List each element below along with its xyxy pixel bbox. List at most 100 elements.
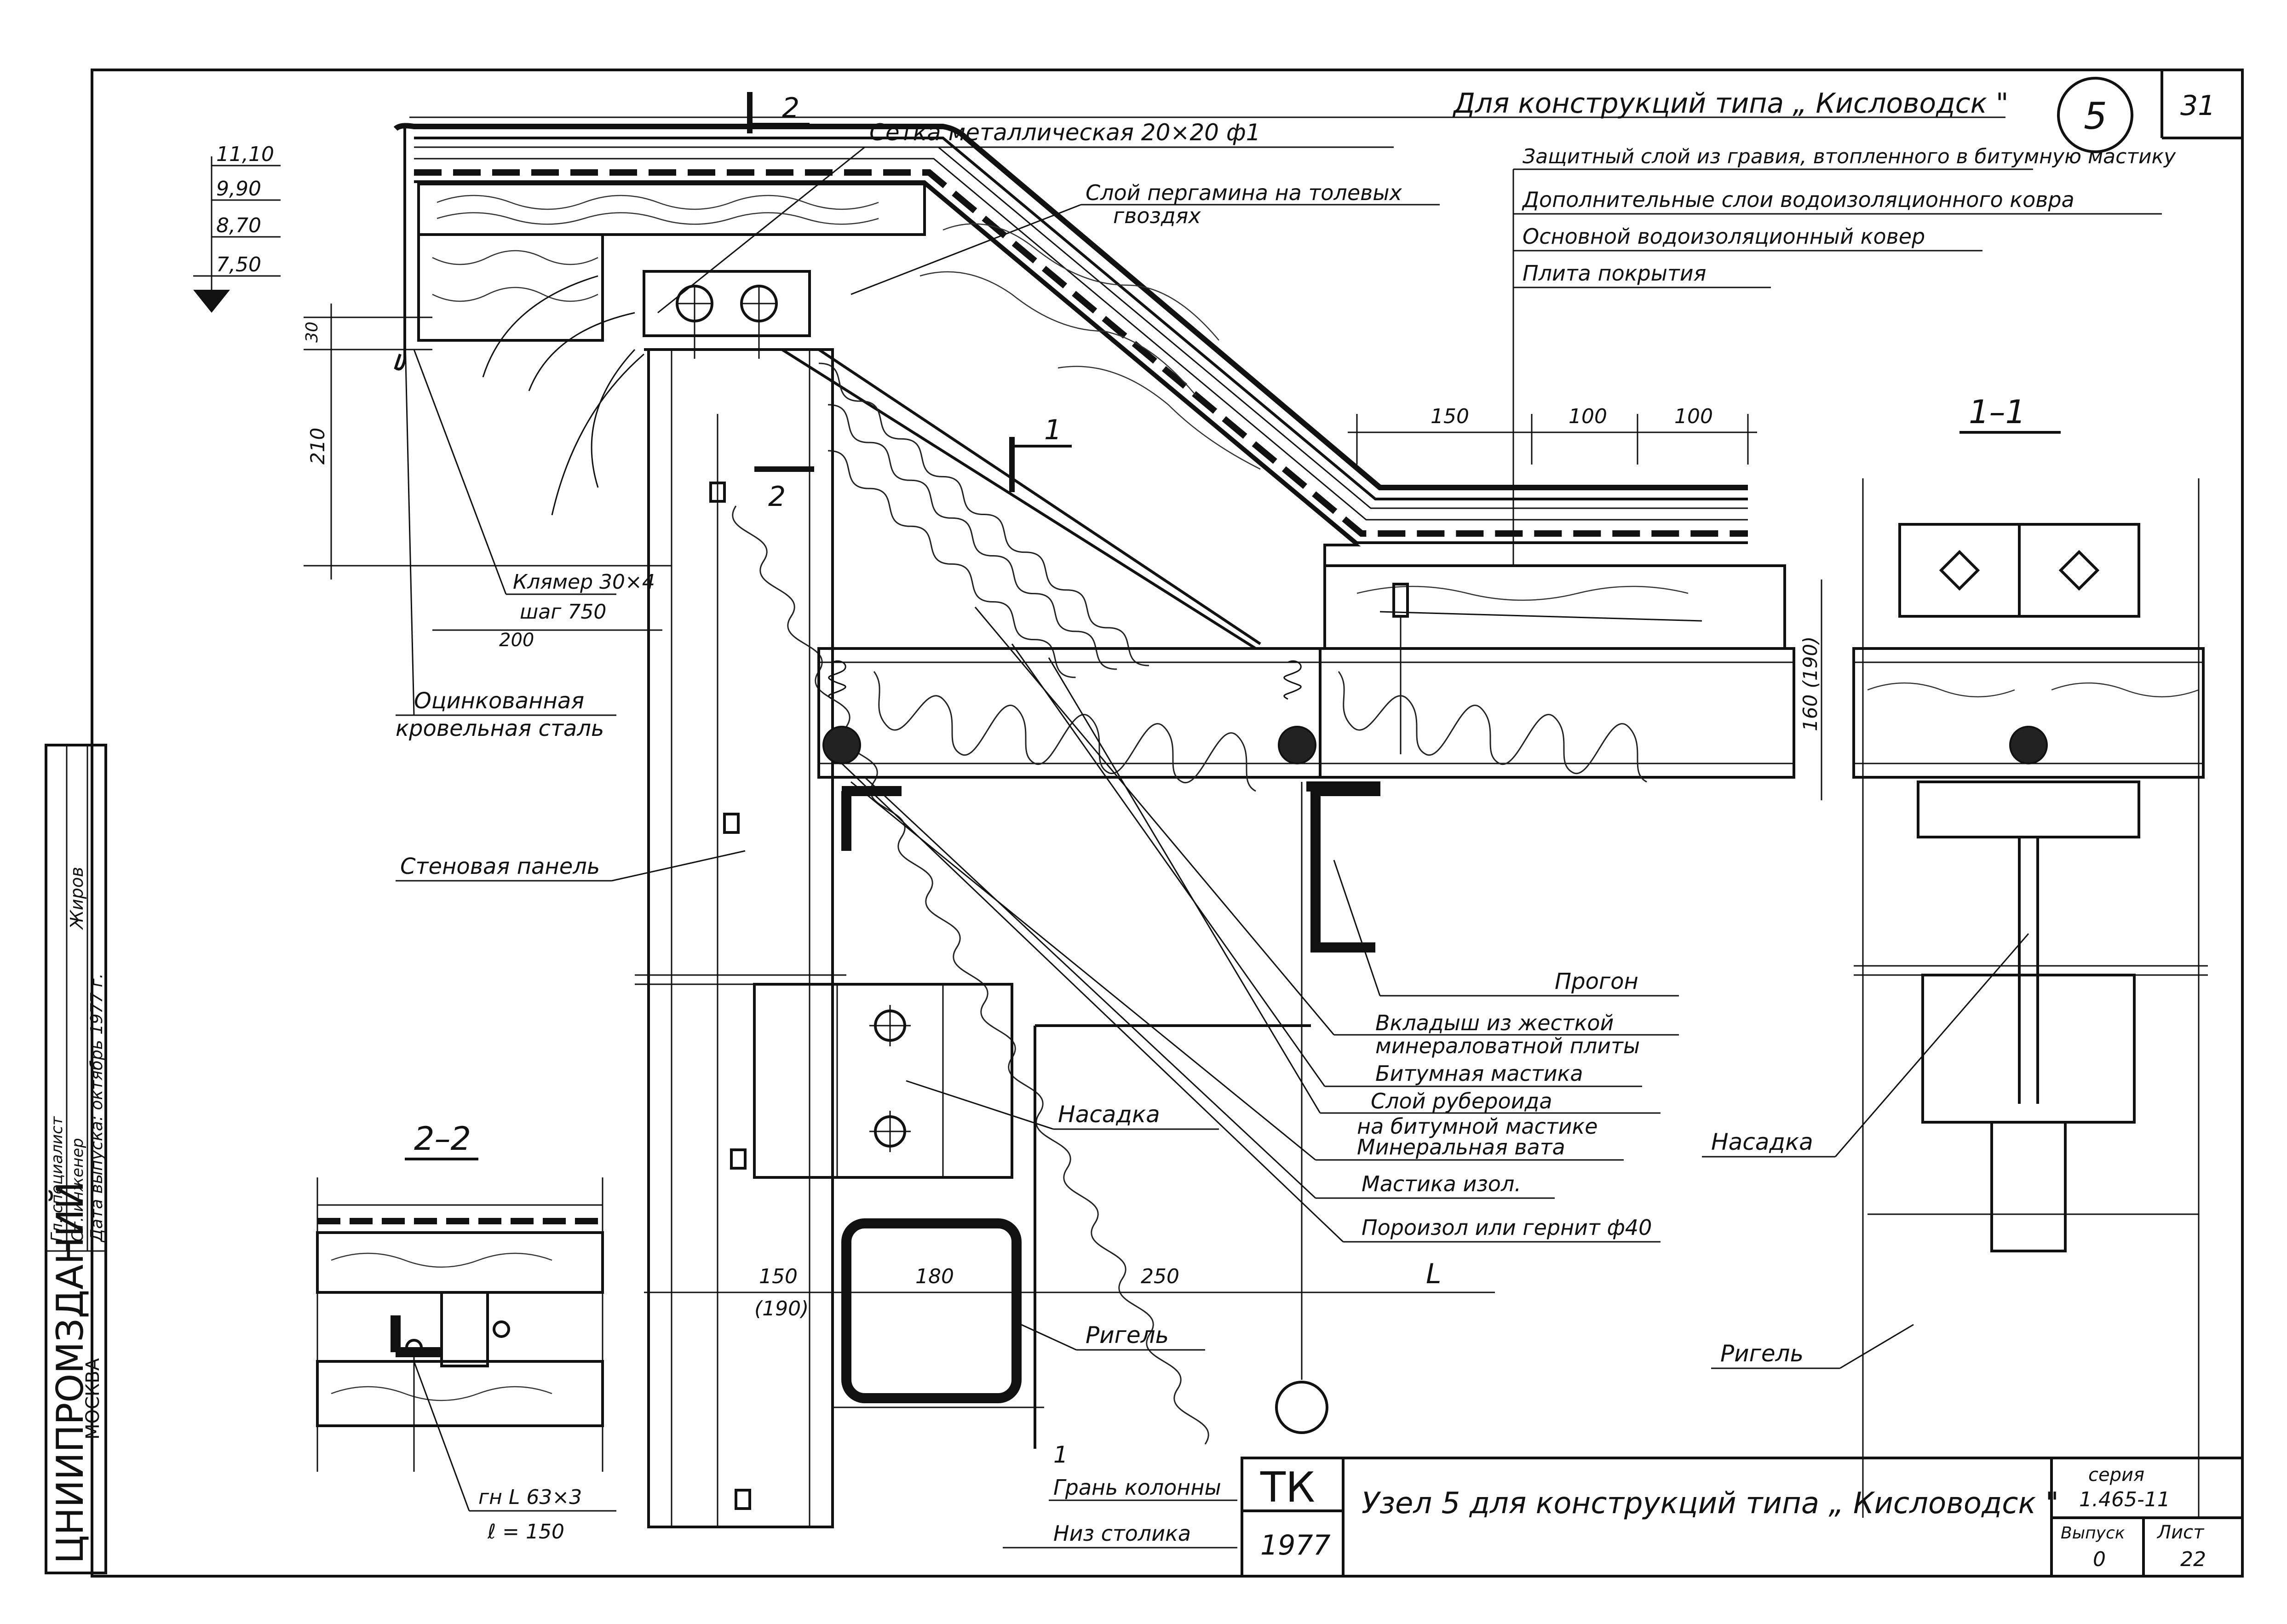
leader-e: [864, 776, 1316, 1199]
rigel-box: [841, 1218, 1022, 1403]
section-1-label-bottom: 1: [1053, 1441, 1068, 1468]
elevation-3: 8,70: [216, 214, 261, 237]
s22-bolt-2: [493, 1320, 510, 1338]
roof-deck-bottom: [414, 180, 1748, 544]
leader-f: [841, 763, 1344, 1243]
sloped-insulation-2: [827, 404, 1117, 670]
leader-c: [1048, 657, 1321, 1113]
elevation-2: 9,90: [216, 177, 261, 201]
label-step: шаг 750: [520, 600, 606, 624]
bolt-icon-3: [869, 1005, 911, 1046]
s11-column-bot: [1990, 1121, 2067, 1252]
tb-stamp-top: ТК: [1260, 1463, 1315, 1512]
side-stamp-name2: Жиров: [67, 867, 87, 930]
rigel-leader: [1021, 1324, 1077, 1351]
slab-insulation-left: [873, 671, 1256, 792]
label-angle-len: ℓ = 150: [487, 1520, 564, 1544]
wall-panel-outer: [647, 348, 834, 1528]
flat-roof-grain: [1356, 585, 1689, 601]
s11-gasket: [2009, 726, 2048, 764]
tb-seria-value: 1.465-11: [2079, 1488, 2170, 1511]
label-min-wool: Минеральная вата: [1357, 1135, 1565, 1159]
s11-bolt-plate-left: [1898, 523, 2021, 618]
label-ruberoid-2: на битумной мастике: [1357, 1114, 1598, 1139]
side-stamp-frame: [45, 744, 107, 1574]
section-2-2-title: 2–2: [414, 1120, 471, 1158]
roof-layer-2: [414, 137, 1748, 500]
section-2-2: 2–2 гн L 63×3 ℓ = 150: [316, 1120, 616, 1544]
slab-spring-right: [1283, 660, 1302, 700]
angle-leader: [413, 1361, 470, 1511]
dim-150a: 150: [1431, 405, 1469, 428]
airflow-arrow-4: [551, 353, 644, 516]
bolt-icon-6: [2058, 550, 2100, 591]
nasadka-inner: [836, 983, 944, 1178]
side-stamp-date: Дата выпуска: октябрь 1977 г.: [87, 973, 106, 1243]
side-stamp-city: МОСКВА: [82, 1358, 103, 1440]
rigel-2-leader: [1839, 1324, 1914, 1369]
nasadka-2-leader: [1834, 933, 2029, 1157]
label-extra-layers: Дополнительные слои водоизоляционного ко…: [1522, 187, 2074, 212]
flat-arrow-line: [1379, 611, 1702, 622]
column-cap: Насадка: [753, 983, 1311, 1449]
dim-100a: 100: [1569, 405, 1607, 428]
label-angle: гн L 63×3: [478, 1486, 582, 1509]
dim-left: 30 210: [303, 304, 672, 580]
section-1-1: 1–1 Насадка Ригель: [1702, 393, 2208, 1518]
label-pergamin: Слой пергамина на толевых: [1086, 180, 1402, 205]
roof-layer-4: [414, 158, 1748, 521]
tb-vypusk-value: 0: [2093, 1548, 2106, 1571]
node-number-circle: [2057, 77, 2133, 153]
elevation-marks: 11,10 9,90 8,70 7,50: [193, 143, 281, 313]
side-stamp: ЦНИИПРОМЗДАНИЙ МОСКВА Гл. специалист Ст.…: [45, 744, 107, 1574]
tb-seria-label: серия: [2088, 1464, 2144, 1486]
label-pergamin-2: гвоздях: [1113, 203, 1201, 228]
title-block: ТК 1977 Узел 5 для конструкций типа „ Ки…: [1241, 1457, 2244, 1578]
s22-angle: [391, 1315, 442, 1357]
dim-190-b: (190): [754, 1297, 809, 1320]
nasadka-leader: [906, 1080, 1054, 1130]
side-stamp-role1: Гл. специалист: [48, 1116, 66, 1242]
label-rigel-2: Ригель: [1720, 1340, 1804, 1367]
airflow-arrow-1: [482, 275, 598, 378]
galv-leader: [404, 321, 415, 716]
progon-leader: [1333, 860, 1381, 996]
bolt-icon-5: [1939, 550, 1980, 591]
bolt-plate-top: [643, 270, 811, 337]
header-caption: Для конструкций типа „ Кисловодск ": [1452, 87, 2009, 120]
bolt-icon-4: [869, 1111, 911, 1152]
leader-a: [974, 607, 1335, 1035]
s11-purlin: [1917, 780, 2140, 838]
purlin: [841, 781, 1380, 953]
label-table-bottom: Низ столика: [1053, 1521, 1191, 1546]
tb-list-value: 22: [2180, 1548, 2206, 1571]
label-insert-2: минераловатной плиты: [1375, 1033, 1640, 1058]
klyamer-leader: [413, 349, 507, 595]
dim-top-right: 150 100 100: [1348, 405, 1757, 465]
wood-grain-3: [432, 250, 598, 265]
sloped-insulation: [818, 362, 1149, 666]
tb-list-label: Лист: [2156, 1522, 2205, 1543]
gutter-hook: [394, 126, 406, 371]
label-wall-panel: Стеновая панель: [400, 854, 600, 879]
wood-grain-1: [437, 195, 879, 210]
s22-board-top: [316, 1231, 604, 1294]
layer-callouts: Защитный слой из гравия, втопленного в б…: [1512, 145, 2176, 566]
material-callouts: Прогон Вкладыш из жесткой минераловатной…: [841, 607, 1679, 1243]
wood-grain-4: [432, 287, 598, 302]
side-stamp-role2: Ст. инженер: [69, 1138, 87, 1242]
label-bit-mastic: Битумная мастика: [1375, 1061, 1583, 1086]
bolt-icon-1: [676, 285, 713, 359]
dim-bottom: 150 (190) 180 250 L: [644, 782, 1495, 1434]
wood-grain-2: [437, 212, 879, 225]
section-2-label-mid: 2: [768, 481, 786, 513]
s11-slab: [1852, 647, 2205, 779]
s11-wood-grain: [1867, 682, 2199, 698]
dim-100b: 100: [1674, 405, 1713, 428]
dim-L: L: [1426, 1258, 1441, 1290]
sheet-number: 31: [2180, 90, 2215, 122]
label-nasadka-2: Насадка: [1711, 1129, 1813, 1155]
sloped-board: [818, 348, 1261, 645]
gasket-seal-left: [822, 726, 861, 764]
sloped-grain-2: [919, 271, 1196, 396]
